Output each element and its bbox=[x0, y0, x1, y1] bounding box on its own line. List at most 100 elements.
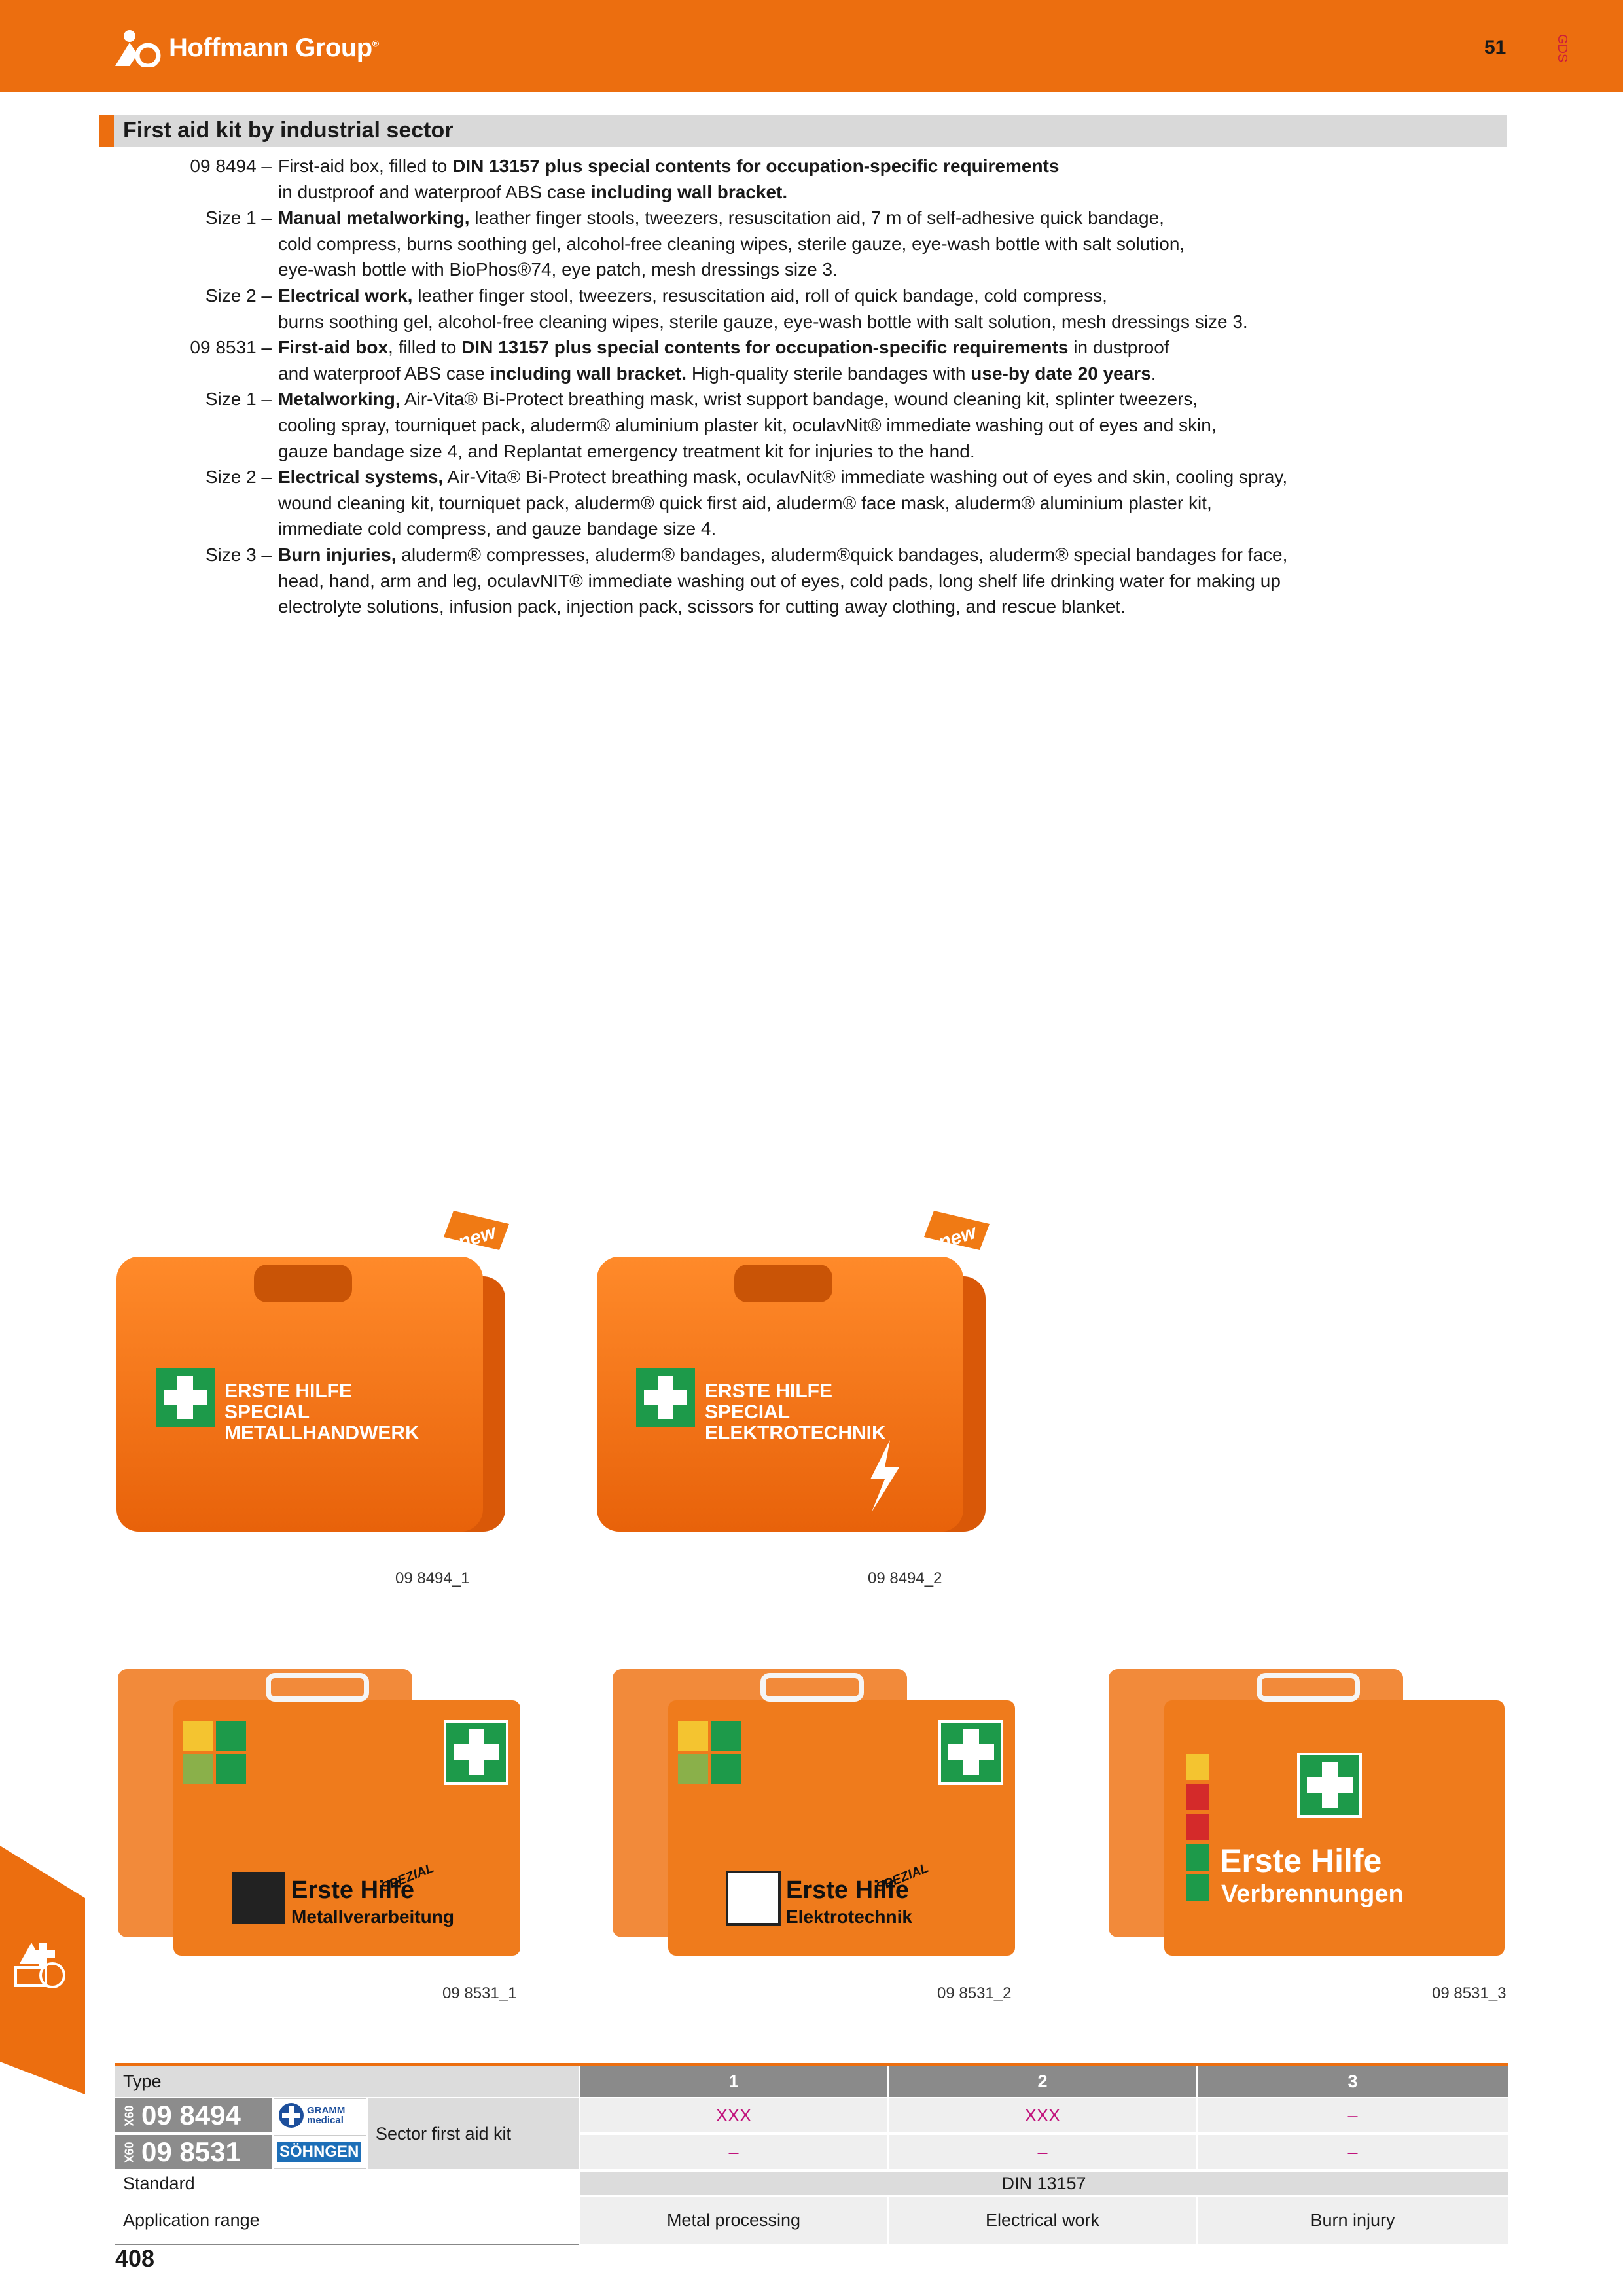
description-line-text: eye-wash bottle with BioPhos®74, eye pat… bbox=[278, 259, 838, 280]
description-line-text: wound cleaning kit, tourniquet pack, alu… bbox=[278, 492, 1212, 513]
caption-098531-3: 09 8531_3 bbox=[1432, 1984, 1507, 2002]
brand-name: GRAMM medical bbox=[307, 2105, 346, 2126]
caption-098531-2: 09 8531_2 bbox=[937, 1984, 1012, 2002]
kit-label-line-1: Erste Hilfe bbox=[1220, 1842, 1382, 1879]
caption-098531-1: 09 8531_1 bbox=[442, 1984, 517, 2002]
product-image-098494-1: ERSTE HILFE SPECIAL METALLHANDWERK new bbox=[116, 1211, 509, 1532]
description-line-text: Metalworking, Air-Vita® Bi-Protect breat… bbox=[278, 389, 1198, 410]
order-code-098531[interactable]: 09X 09 8531 bbox=[115, 2135, 272, 2169]
standard-value: DIN 13157 bbox=[580, 2172, 1508, 2195]
description-line-text: Electrical systems, Air-Vita® Bi-Protect… bbox=[278, 467, 1288, 488]
kit-label-line-1: ERSTE HILFE bbox=[705, 1380, 832, 1402]
description-line: Size 2 – Electrical systems, Air-Vita® Bi… bbox=[131, 464, 1309, 490]
description-line-text: and waterproof ABS case including wall b… bbox=[278, 363, 1156, 384]
lightning-icon bbox=[870, 1440, 899, 1512]
kit-label-line-3: METALLHANDWERK bbox=[224, 1422, 419, 1444]
product-image-098531-3: Erste Hilfe Verbrennungen bbox=[1109, 1669, 1505, 1956]
standard-label: Standard bbox=[123, 2173, 195, 2193]
description-line-label: Size 2 – bbox=[205, 285, 272, 306]
kit-label-line-3: ELEKTROTECHNIK bbox=[705, 1422, 886, 1444]
description-line-text: Electrical work, leather finger stool, t… bbox=[278, 285, 1107, 306]
section-title-bar: First aid kit by industrial sector bbox=[99, 115, 1507, 147]
table-bottom-rule bbox=[115, 2244, 579, 2245]
description-line: cold compress, burns soothing gel, alcoh… bbox=[131, 231, 1309, 257]
description-line-label: Size 2 – bbox=[205, 467, 272, 488]
description-line: and waterproof ABS case including wall b… bbox=[131, 361, 1309, 387]
description-line: gauze bandage size 4, and Replantat emer… bbox=[131, 439, 1309, 465]
value-098494-2: XXX bbox=[889, 2098, 1196, 2132]
value-098494-3: – bbox=[1198, 2098, 1508, 2132]
description-line: 09 8531 –First-aid box, filled to DIN 13… bbox=[131, 334, 1309, 361]
brand-name: SÖHNGEN bbox=[277, 2142, 362, 2162]
section-title-marker bbox=[99, 115, 114, 147]
description-line-text: gauze bandage size 4, and Replantat emer… bbox=[278, 440, 975, 461]
type-header: Type bbox=[115, 2066, 579, 2097]
description-line: Size 2 – Electrical work, leather finger … bbox=[131, 283, 1309, 309]
value-098531-2: – bbox=[889, 2135, 1196, 2169]
value-098531-1: – bbox=[580, 2135, 887, 2169]
column-header-3: 3 bbox=[1198, 2066, 1508, 2097]
product-image-098531-2: Erste Hilfe Elektrotechnik SPEZIAL bbox=[613, 1669, 1015, 1956]
description-line: burns soothing gel, alcohol-free cleanin… bbox=[131, 309, 1309, 335]
column-header-1: 1 bbox=[580, 2066, 887, 2097]
description-line-text: cooling spray, tourniquet pack, aluderm®… bbox=[278, 414, 1217, 435]
order-code-098494[interactable]: 09X 09 8494 bbox=[115, 2098, 272, 2132]
application-2: Electrical work bbox=[889, 2197, 1196, 2244]
product-image-098531-1: Erste Hilfe Metallverarbeitung SPEZIAL bbox=[118, 1669, 520, 1956]
kit-label-line-1: ERSTE HILFE bbox=[224, 1380, 352, 1402]
side-code: GDS bbox=[1555, 34, 1569, 63]
description-line: head, hand, arm and leg, oculavNIT® imme… bbox=[131, 568, 1309, 594]
column-header-2: 2 bbox=[889, 2066, 1196, 2097]
description-line-text: burns soothing gel, alcohol-free cleanin… bbox=[278, 311, 1248, 332]
description-line-text: immediate cold compress, and gauze banda… bbox=[278, 518, 717, 539]
code-number: 09 8531 bbox=[141, 2136, 241, 2167]
application-3: Burn injury bbox=[1198, 2197, 1508, 2244]
description-line: wound cleaning kit, tourniquet pack, alu… bbox=[131, 490, 1309, 516]
description-line: immediate cold compress, and gauze banda… bbox=[131, 516, 1309, 542]
brand-name: Hoffmann Group® bbox=[169, 33, 379, 62]
description-line: in dustproof and waterproof ABS case inc… bbox=[131, 179, 1309, 206]
brand-logo-gramm: GRAMM medical bbox=[274, 2098, 366, 2132]
page-number: 408 bbox=[115, 2245, 155, 2272]
kit-label-line-2: SPECIAL bbox=[224, 1401, 310, 1423]
product-description: 09 8494 – First-aid box, filled to DIN 13… bbox=[131, 153, 1309, 620]
description-line-label: 09 8494 – bbox=[190, 156, 272, 176]
description-line-text: in dustproof and waterproof ABS case inc… bbox=[278, 181, 788, 202]
description-line: cooling spray, tourniquet pack, aluderm®… bbox=[131, 412, 1309, 439]
description-line: Size 1 – Metalworking, Air-Vita® Bi-Prote… bbox=[131, 386, 1309, 412]
kit-label-line-1: Erste Hilfe bbox=[786, 1876, 909, 1904]
description-line-text: cold compress, burns soothing gel, alcoh… bbox=[278, 233, 1185, 254]
code-prefix: 09X bbox=[122, 2104, 135, 2126]
description-line-text: Manual metalworking, leather finger stoo… bbox=[278, 207, 1164, 228]
kit-label-line-1: Erste Hilfe bbox=[291, 1876, 414, 1904]
caption-098494-2: 09 8494_2 bbox=[868, 1570, 942, 1587]
value-098494-1: XXX bbox=[580, 2098, 887, 2132]
product-name: Sector first aid kit bbox=[368, 2098, 579, 2169]
description-line-text: First-aid box, filled to DIN 13157 plus … bbox=[278, 337, 1169, 358]
description-line-label: Size 1 – bbox=[205, 389, 272, 410]
description-line-text: First-aid box, filled to DIN 13157 plus … bbox=[278, 156, 1060, 176]
application-label: Application range bbox=[123, 2210, 260, 2230]
description-line: eye-wash bottle with BioPhos®74, eye pat… bbox=[131, 257, 1309, 283]
kit-label-line-2: Metallverarbeitung bbox=[291, 1907, 454, 1927]
gramm-cross-icon bbox=[279, 2103, 304, 2128]
description-line: Size 1 – Manual metalworking, leather fin… bbox=[131, 205, 1309, 231]
kit-label-line-2: Verbrennungen bbox=[1221, 1880, 1404, 1908]
table-top-rule bbox=[115, 2063, 1508, 2066]
application-1: Metal processing bbox=[580, 2197, 887, 2244]
description-line: 09 8494 – First-aid box, filled to DIN 13… bbox=[131, 153, 1309, 179]
first-aid-icon bbox=[14, 1943, 65, 1988]
product-image-098494-2: ERSTE HILFE SPECIAL ELEKTROTECHNIK new bbox=[597, 1211, 990, 1532]
section-title: First aid kit by industrial sector bbox=[123, 118, 454, 143]
description-line: electrolyte solutions, infusion pack, in… bbox=[131, 594, 1309, 620]
caption-098494-1: 09 8494_1 bbox=[395, 1570, 470, 1587]
kit-label-line-2: SPECIAL bbox=[705, 1401, 790, 1423]
description-line-label: Size 1 – bbox=[205, 207, 272, 228]
header-bar bbox=[0, 0, 1623, 92]
value-098531-3: – bbox=[1198, 2135, 1508, 2169]
brand-logo-soehngen: SÖHNGEN bbox=[274, 2135, 366, 2169]
code-prefix: 09X bbox=[122, 2141, 135, 2163]
description-line: Size 3 –Burn injuries, aluderm® compress… bbox=[131, 542, 1309, 568]
brand-logo[interactable]: Hoffmann Group® bbox=[115, 25, 379, 71]
chapter-tab[interactable] bbox=[0, 1846, 85, 2094]
